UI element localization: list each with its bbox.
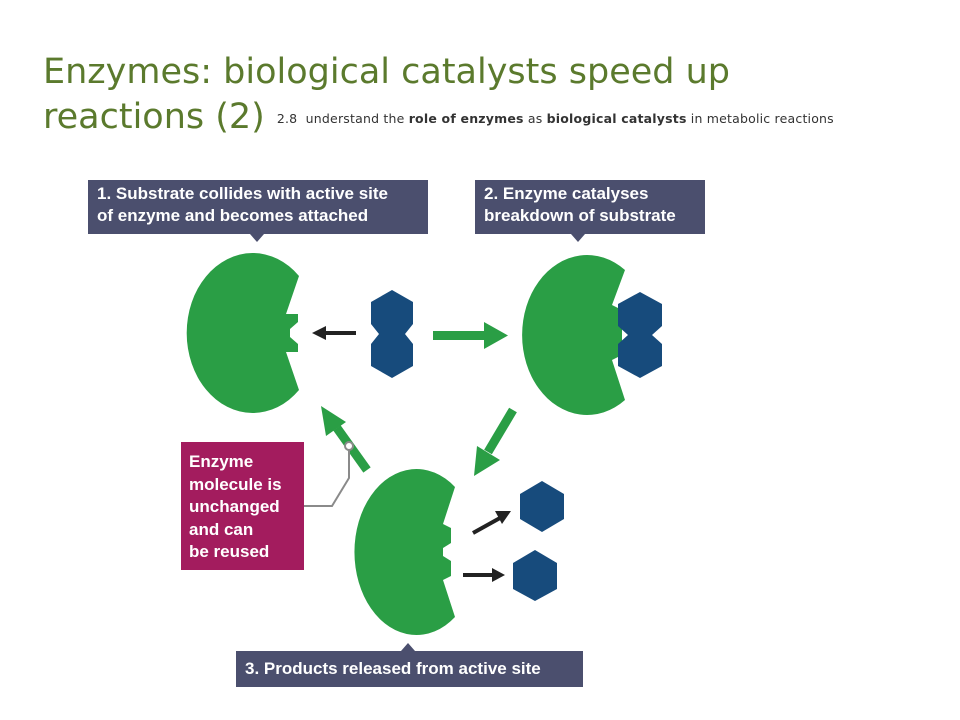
- attach-arrow-icon: [312, 326, 356, 340]
- process-arrow-up-icon: [321, 406, 371, 473]
- process-arrow-down-icon: [474, 407, 517, 476]
- product-2: [513, 550, 557, 601]
- note-line-1: Enzyme: [189, 452, 254, 471]
- spec-bold-2: biological catalysts: [546, 111, 687, 126]
- spec-text-3: in metabolic reactions: [690, 111, 834, 126]
- enzyme-1: [186, 253, 299, 413]
- substrate-1: [371, 290, 413, 378]
- reuse-note: Enzyme molecule is unchanged and can be …: [181, 442, 304, 570]
- title-line-1: Enzymes: biological catalysts speed up: [43, 52, 731, 92]
- step-3-line-1: 3. Products released from active site: [245, 659, 541, 678]
- release-arrow-lower-icon: [463, 568, 505, 582]
- spec-text-2: as: [527, 111, 543, 126]
- spec-reference: 2.8 understand the role of enzymes as bi…: [277, 111, 834, 126]
- spec-number: 2.8: [276, 111, 298, 126]
- substrate-2-bound: [618, 292, 662, 378]
- title-line-2-text: reactions (2): [43, 97, 265, 137]
- enzyme-3: [354, 469, 455, 636]
- note-line-5: be reused: [189, 542, 270, 561]
- note-line-4: and can: [189, 519, 254, 539]
- title-line-2: reactions (2) 2.8 understand the role of …: [43, 95, 943, 141]
- release-arrow-upper-icon: [472, 511, 511, 535]
- product-1: [520, 481, 564, 532]
- step-2-line-2: breakdown of substrate: [484, 206, 676, 225]
- enzyme-2: [522, 255, 625, 416]
- step-3-label: 3. Products released from active site: [236, 643, 583, 687]
- note-line-3: unchanged: [189, 497, 280, 516]
- note-connector: [304, 441, 354, 507]
- step-1-line-1: 1. Substrate collides with active site: [97, 184, 388, 203]
- step-2-line-1: 2. Enzyme catalyses: [484, 184, 649, 203]
- note-line-2: molecule is: [189, 474, 282, 494]
- step-1-line-2: of enzyme and becomes attached: [97, 206, 369, 225]
- spec-bold-1: role of enzymes: [408, 111, 524, 126]
- process-arrow-right-icon: [433, 322, 508, 349]
- spec-text-1: understand the: [305, 111, 405, 126]
- slide-title: Enzymes: biological catalysts speed up r…: [43, 50, 943, 141]
- step-2-label: 2. Enzyme catalyses breakdown of substra…: [475, 180, 705, 242]
- step-1-label: 1. Substrate collides with active site o…: [88, 180, 428, 242]
